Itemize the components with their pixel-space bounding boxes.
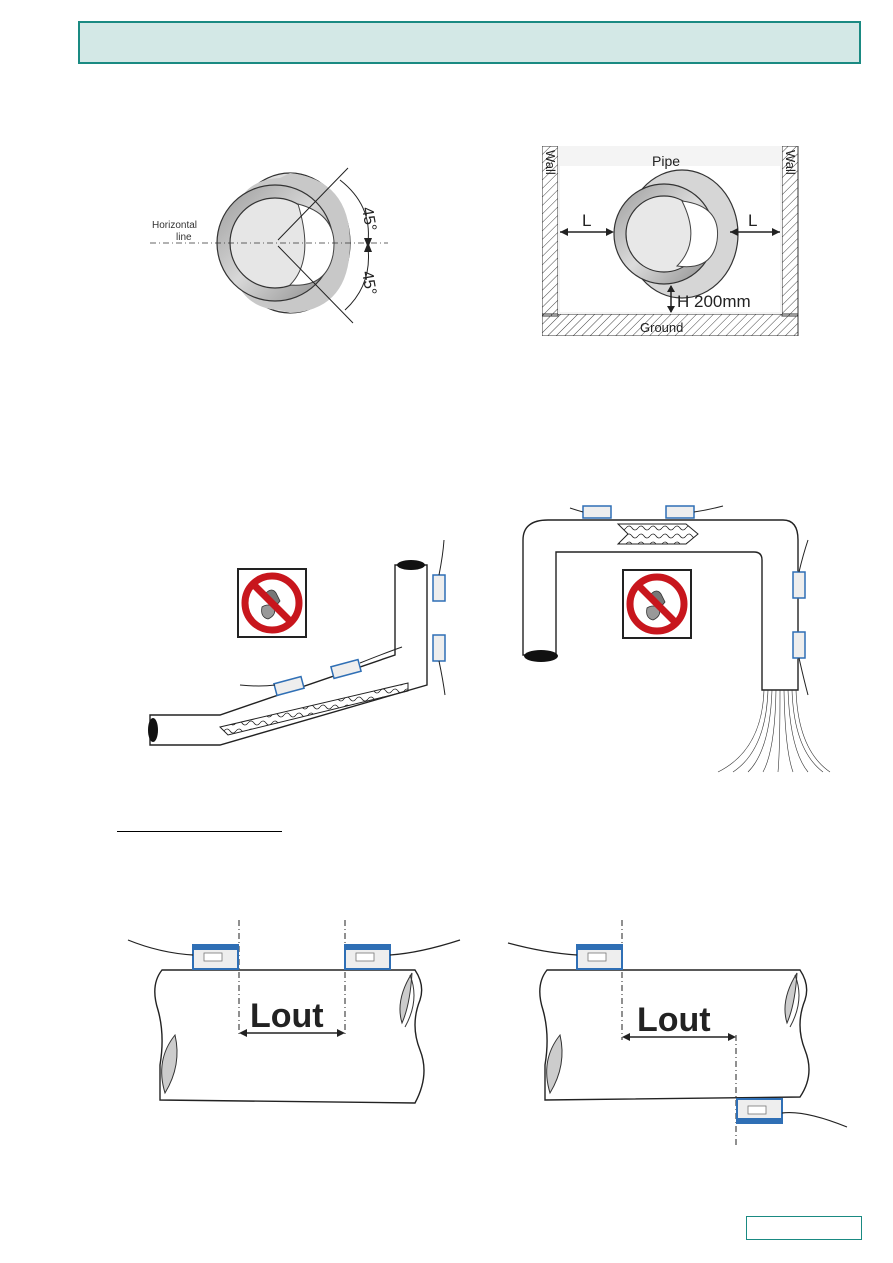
sensor [569, 505, 809, 696]
air-bubbles-zone [616, 523, 699, 545]
lout-label: Lout [637, 1001, 711, 1039]
figure-sensor-angle: Horizontal line 45° 45° [150, 167, 388, 324]
figure-top-of-pipe [522, 505, 831, 773]
pipe-body [539, 969, 810, 1101]
pipe-end [161, 1033, 178, 1095]
arrow-head [560, 228, 568, 236]
figure-lout-same-side: Lout [127, 920, 461, 1104]
pipe-bore [288, 203, 335, 286]
height-label: H 200mm [677, 292, 751, 311]
page-number-box [746, 1216, 862, 1240]
pipe-bore [675, 200, 719, 268]
lout-label: Lout [250, 997, 324, 1035]
arrow-head [606, 228, 614, 236]
angle-arc-lower [344, 247, 370, 311]
air-bubbles-zone [219, 682, 409, 736]
angle-line-upper [277, 167, 349, 241]
header-bar [78, 21, 861, 64]
pipe-end [524, 650, 558, 662]
angle-arc-upper [339, 179, 369, 243]
arrow-head [728, 1033, 736, 1041]
pipe-end [397, 560, 425, 570]
ground-label: Ground [640, 320, 683, 335]
no-go-sign [622, 569, 692, 639]
arrow-head [364, 242, 372, 252]
pipe-body [522, 519, 799, 691]
figure-lout-opposite-side: Lout [507, 920, 848, 1147]
sensor [239, 539, 446, 697]
horizontal-label: Horizontal [152, 220, 197, 231]
arrow-head [730, 228, 738, 236]
pipe-end [546, 1033, 563, 1095]
arrow-head [667, 306, 675, 313]
angle-label-upper: 45° [358, 206, 379, 233]
horizontal-label: line [176, 232, 192, 243]
pipe-end [148, 718, 158, 742]
arrow-head [239, 1029, 247, 1037]
angle-label-lower: 45° [358, 270, 379, 297]
arrow-head [772, 228, 780, 236]
arrow-head [667, 285, 675, 292]
sensor [507, 942, 848, 1128]
figure-inclined-pipe [148, 539, 446, 746]
section-underline [117, 831, 282, 832]
pipe-end [784, 972, 798, 1025]
l-right-label: L [748, 211, 757, 230]
pipe-end [399, 972, 413, 1025]
angle-line-lower [277, 245, 354, 324]
wall-right-label: Wall [783, 150, 798, 175]
no-go-sign [237, 568, 307, 638]
arrow-head [622, 1033, 630, 1041]
wall-left-label: Wall [543, 150, 558, 175]
l-left-label: L [582, 211, 591, 230]
pipe-label: Pipe [652, 153, 680, 169]
sensor [127, 939, 461, 970]
arrow-head [337, 1029, 345, 1037]
water-stream [717, 689, 831, 773]
figure-clearance: Pipe Wall Wall L L H 200mm Ground [542, 146, 799, 336]
pipe-body [154, 969, 425, 1104]
